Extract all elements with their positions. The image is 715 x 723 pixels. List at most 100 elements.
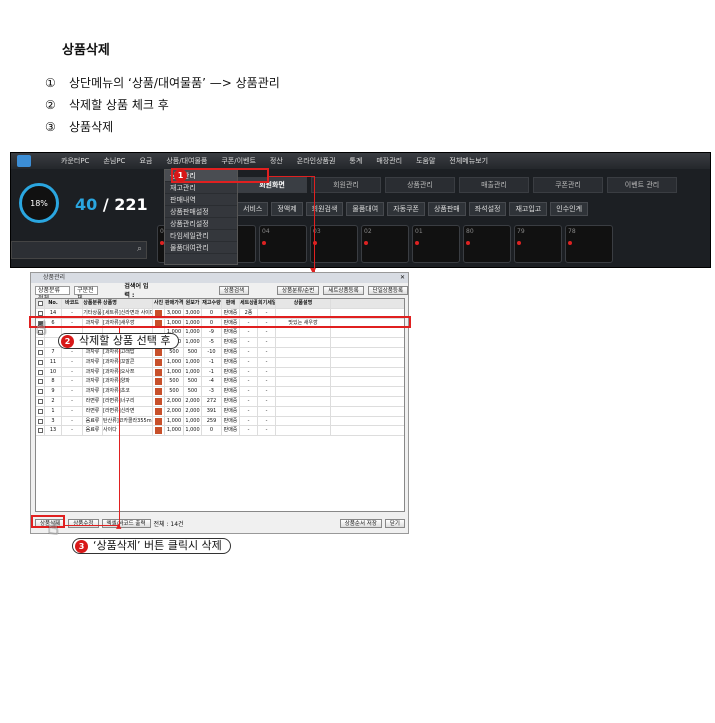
column-header: 회기세일 xyxy=(258,299,276,308)
dropdown-item-timesale[interactable]: 타임세일관리 xyxy=(165,230,237,242)
table-cell xyxy=(276,377,331,387)
row-checkbox[interactable] xyxy=(36,308,45,318)
row-checkbox[interactable] xyxy=(36,338,45,347)
table-cell: 판매중 xyxy=(222,318,240,328)
dropdown-item-stock[interactable]: 재고관리 xyxy=(165,182,237,194)
category-select[interactable]: 상품분류 전체 xyxy=(35,285,71,302)
toolbar-rental[interactable]: 물품대여 xyxy=(346,202,385,216)
seat-tile[interactable]: 01 xyxy=(412,225,460,263)
seat-tile[interactable]: 03 xyxy=(310,225,358,263)
menu-item-giftcard[interactable]: 온라인상품권 xyxy=(296,157,336,165)
toolbar-handover[interactable]: 인수인계 xyxy=(550,202,589,216)
row-checkbox[interactable] xyxy=(36,406,45,416)
menu-item-products[interactable]: 상품/대여물품 xyxy=(166,157,208,165)
close-button[interactable]: 닫기 xyxy=(384,518,405,528)
row-checkbox[interactable] xyxy=(36,416,45,426)
excel-barcode-button[interactable]: 엑셀/바코드 출력 xyxy=(101,518,151,528)
product-search-button[interactable]: 상품검색 xyxy=(218,285,250,295)
tab-sales-manage[interactable]: 매출관리 xyxy=(459,177,529,193)
table-cell: - xyxy=(240,377,258,387)
search-icon[interactable]: ⌕ xyxy=(136,244,142,254)
row-checkbox[interactable] xyxy=(36,318,45,328)
toolbar-service[interactable]: 서비스 xyxy=(237,202,269,216)
menu-item-help[interactable]: 도움말 xyxy=(416,157,436,165)
menu-item-fee[interactable]: 요금 xyxy=(139,157,153,165)
table-cell: 판매중 xyxy=(222,308,240,318)
menu-item-coupon[interactable]: 쿠폰/이벤트 xyxy=(221,157,256,165)
edit-product-button[interactable]: 상품수정 xyxy=(68,518,99,528)
tab-coupon-manage[interactable]: 쿠폰관리 xyxy=(533,177,603,193)
row-checkbox[interactable] xyxy=(36,328,45,338)
row-checkbox[interactable] xyxy=(36,347,45,357)
toolbar-auto-coupon[interactable]: 자동쿠폰 xyxy=(387,202,425,216)
set-product-register-button[interactable]: 세트상품등록 xyxy=(323,285,364,295)
dropdown-item-rental[interactable]: 물품대여관리 xyxy=(165,242,237,254)
save-order-button[interactable]: 상품순서 저장 xyxy=(339,518,382,528)
product-photo xyxy=(153,396,165,406)
dropdown-item-manage-setting[interactable]: 상품관리설정 xyxy=(165,218,237,230)
single-product-register-button[interactable]: 단일상품등록 xyxy=(367,285,409,295)
app-logo xyxy=(17,155,31,167)
product-photo xyxy=(153,387,165,396)
menu-item-counter[interactable]: 카운터PC xyxy=(61,157,90,165)
toolbar-flatrate[interactable]: 정액제 xyxy=(271,202,303,216)
seat-tile[interactable]: 80 xyxy=(463,225,511,263)
table-cell: 2종 xyxy=(240,308,258,318)
seat-tile[interactable]: 79 xyxy=(514,225,562,263)
row-checkbox[interactable] xyxy=(36,396,45,406)
row-checkbox[interactable] xyxy=(36,377,45,387)
row-checkbox[interactable] xyxy=(36,387,45,396)
row-checkbox[interactable] xyxy=(36,367,45,377)
menu-item-store[interactable]: 매장관리 xyxy=(376,157,403,165)
table-cell xyxy=(276,308,331,318)
product-photo xyxy=(153,308,165,318)
toolbar-stock-in[interactable]: 재고입고 xyxy=(509,202,548,216)
table-cell: - xyxy=(258,347,276,357)
tab-event-manage[interactable]: 이벤트 관리 xyxy=(607,177,677,193)
menu-item-settle[interactable]: 정산 xyxy=(269,157,283,165)
tab-member-manage[interactable]: 회원관리 xyxy=(311,177,381,193)
app-search-input[interactable]: ⌕ xyxy=(11,241,147,259)
tab-product-manage[interactable]: 상품관리 xyxy=(385,177,455,193)
connector-line xyxy=(65,525,119,526)
dropdown-item-sale-setting[interactable]: 상품판매설정 xyxy=(165,206,237,218)
type-select[interactable]: 구분전체 xyxy=(74,285,99,302)
toolbar-member-search[interactable]: 회원검색 xyxy=(305,202,344,216)
callout-delete-button: 3 ‘상품삭제’ 버튼 클릭시 삭제 xyxy=(72,538,231,554)
table-cell: - xyxy=(240,416,258,426)
table-cell xyxy=(276,396,331,406)
row-checkbox[interactable] xyxy=(36,357,45,367)
table-cell xyxy=(103,328,153,338)
table-cell: 사이다 xyxy=(103,426,153,436)
table-cell: 1,000 xyxy=(184,367,202,377)
close-icon[interactable]: ✕ xyxy=(399,274,405,281)
menu-item-guest[interactable]: 손님PC xyxy=(103,157,126,165)
category-order-button[interactable]: 상품분류/순번 xyxy=(277,285,320,295)
column-header: 재고수량 xyxy=(202,299,222,308)
row-checkbox[interactable] xyxy=(36,299,45,308)
dropdown-item-sales-history[interactable]: 판매내역 xyxy=(165,194,237,206)
seat-tile[interactable]: 78 xyxy=(565,225,613,263)
row-checkbox[interactable] xyxy=(36,426,45,436)
toolbar-product-sale[interactable]: 상품판매 xyxy=(427,202,466,216)
menu-item-stats[interactable]: 통계 xyxy=(349,157,363,165)
menu-item-all[interactable]: 전체메뉴보기 xyxy=(449,157,489,165)
table-cell: 1,000 xyxy=(184,328,202,338)
column-header: 상품분류 xyxy=(83,299,103,308)
seat-tile[interactable]: 02 xyxy=(361,225,409,263)
seat-tile[interactable]: 04 xyxy=(259,225,307,263)
toolbar-seat-setting[interactable]: 좌석설정 xyxy=(468,202,507,216)
